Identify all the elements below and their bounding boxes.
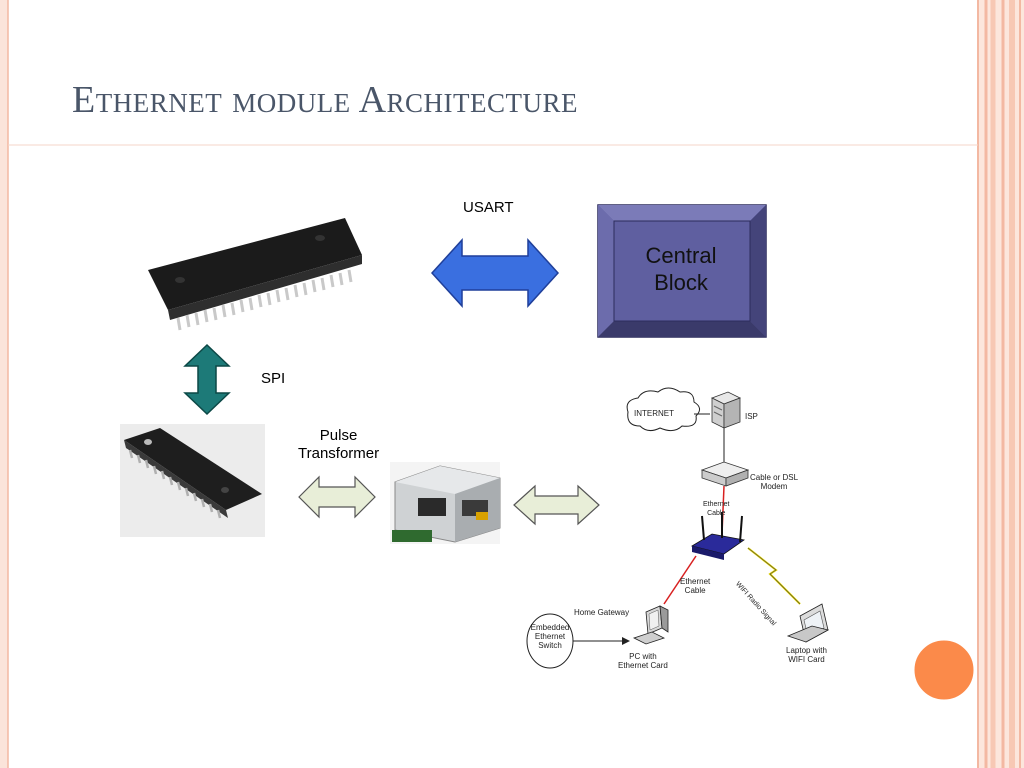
pulse-transformer-label: Pulse Transformer bbox=[298, 427, 380, 462]
usart-label: USART bbox=[463, 199, 514, 216]
central-block-label: Central Block bbox=[645, 243, 717, 295]
laptop-icon bbox=[786, 603, 830, 643]
spi-double-arrow bbox=[183, 343, 231, 416]
network-double-arrow bbox=[513, 484, 600, 526]
pc-icon bbox=[632, 605, 669, 645]
home-gateway-label: Home Gateway bbox=[574, 608, 630, 617]
home-network-diagram bbox=[526, 387, 830, 669]
wireless-router-icon bbox=[690, 512, 746, 560]
internet-label: INTERNET bbox=[634, 409, 674, 418]
ethernet-controller-chip-image bbox=[120, 424, 265, 537]
internet-cloud-icon bbox=[626, 387, 700, 432]
isp-label: ISP bbox=[745, 412, 758, 421]
pc-label: PC with Ethernet Card bbox=[618, 652, 668, 670]
embedded-switch-label: Embedded Ethernet Switch bbox=[530, 623, 570, 650]
wifi-signal-bolt bbox=[747, 547, 801, 605]
central-block-box bbox=[597, 204, 767, 338]
left-border bbox=[0, 0, 8, 768]
decorative-orange-circle bbox=[911, 637, 977, 703]
modem-label: Cable or DSL Modem bbox=[750, 473, 799, 491]
ethernet-cable-mid-label: Ethernet Cable bbox=[680, 577, 711, 595]
slide-title: Ethernet module Architecture bbox=[72, 79, 579, 121]
transformer-left-double-arrow bbox=[298, 475, 376, 519]
microcontroller-chip-image bbox=[148, 218, 362, 331]
rj45-jack-image bbox=[390, 462, 501, 544]
isp-server-icon bbox=[711, 391, 741, 429]
laptop-label: Laptop with WIFI Card bbox=[786, 646, 827, 664]
ethernet-cable-top-label: Ethernet Cable bbox=[703, 501, 730, 517]
modem-icon bbox=[700, 461, 750, 487]
usart-double-arrow bbox=[430, 238, 560, 308]
spi-label: SPI bbox=[261, 370, 286, 387]
